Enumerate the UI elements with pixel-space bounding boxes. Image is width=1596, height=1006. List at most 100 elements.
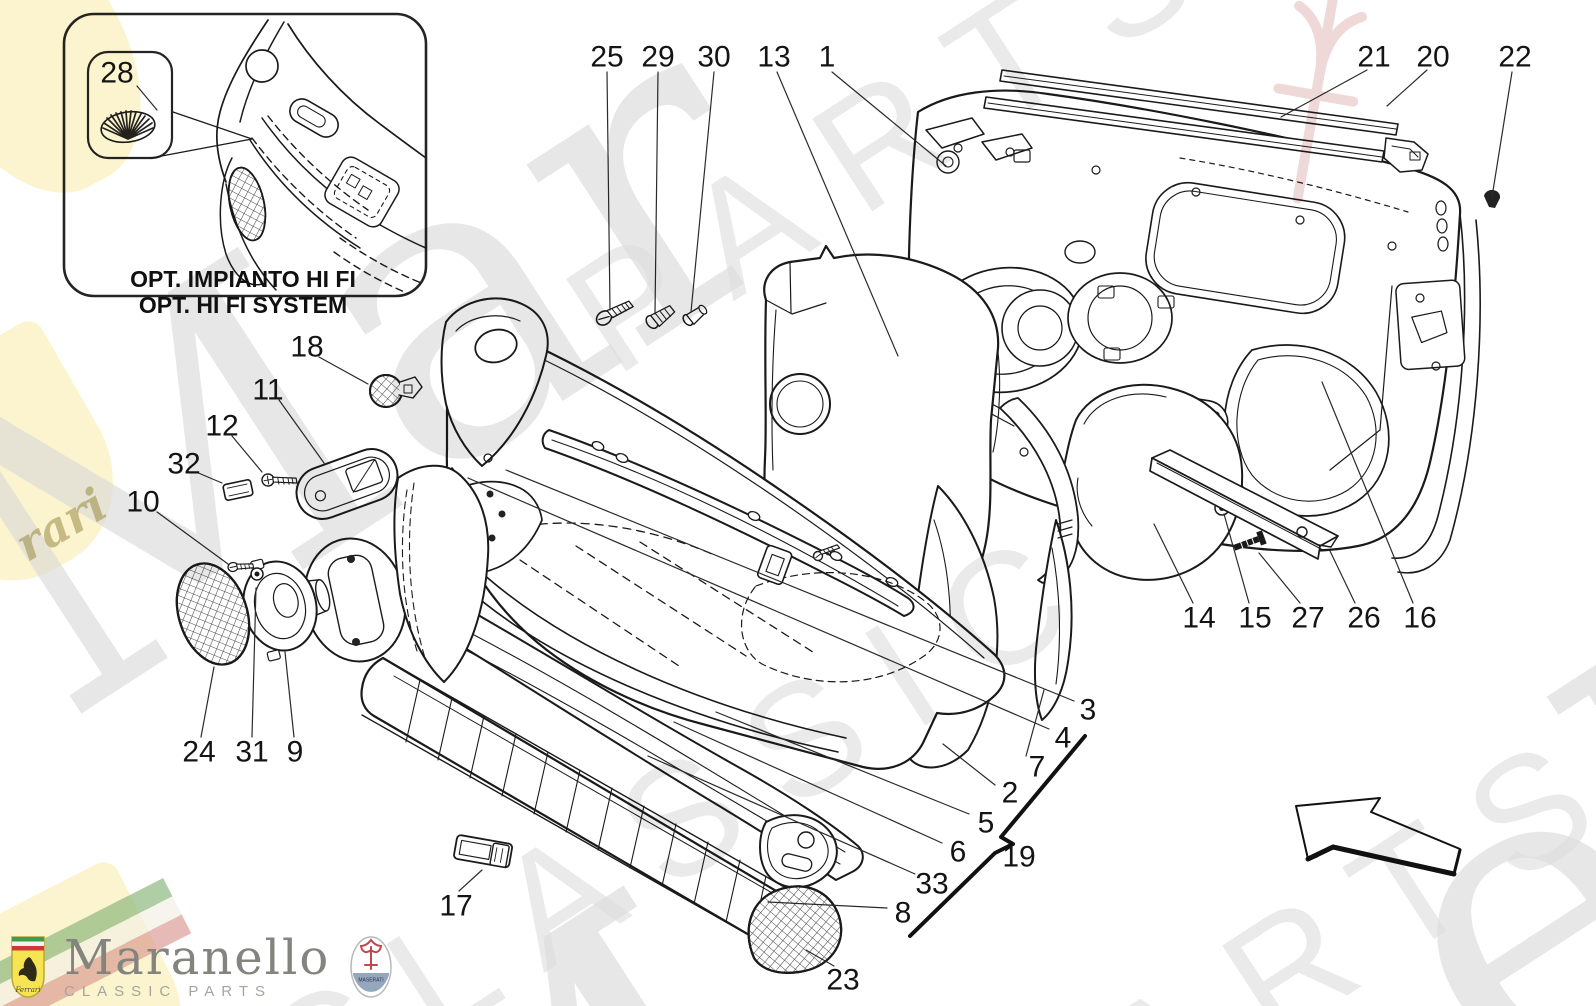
leader-10 xyxy=(156,511,229,565)
callout-15: 15 xyxy=(1238,602,1271,635)
center-screw xyxy=(812,544,841,562)
inset-door-art xyxy=(216,19,426,296)
leader-16 xyxy=(1321,381,1414,604)
callout-20: 20 xyxy=(1416,41,1449,74)
callout-8: 8 xyxy=(895,897,912,930)
leader-3 xyxy=(505,469,1075,702)
pin-22 xyxy=(1484,189,1501,208)
seal-strip-14 xyxy=(999,397,1080,585)
callout-13: 13 xyxy=(757,41,790,74)
leader-29 xyxy=(654,71,659,315)
callout-18: 18 xyxy=(290,331,323,364)
callout-6: 6 xyxy=(950,836,967,869)
tweeter-18 xyxy=(369,374,403,408)
clip-32 xyxy=(222,479,254,501)
lower-trim-strip xyxy=(360,656,843,974)
caption-line-1: OPT. IMPIANTO HI FI xyxy=(130,266,356,292)
callout-4: 4 xyxy=(1055,722,1072,755)
leader-20 xyxy=(1386,69,1428,107)
leader-4 xyxy=(467,477,1050,730)
insulation-pad-and-sill xyxy=(999,383,1339,585)
leader-24 xyxy=(200,666,215,738)
leader-25 xyxy=(606,71,611,311)
leader-14 xyxy=(1153,523,1194,604)
callout-33: 33 xyxy=(915,868,948,901)
callout-11: 11 xyxy=(252,374,283,407)
leader-15 xyxy=(1223,513,1250,604)
callout-25: 25 xyxy=(590,41,623,74)
leader-31 xyxy=(251,587,257,738)
callout-28: 28 xyxy=(100,57,133,90)
callout-27: 27 xyxy=(1291,602,1324,635)
leader-9 xyxy=(284,651,295,738)
ferrari-label: Ferrari xyxy=(14,986,40,994)
direction-arrow xyxy=(1295,797,1462,877)
leader-22 xyxy=(1491,71,1513,198)
leader-13 xyxy=(776,71,899,357)
leader-11 xyxy=(278,399,325,464)
callout-17: 17 xyxy=(439,890,472,923)
caption-line-2: OPT. HI FI SYSTEM xyxy=(138,292,348,318)
ferrari-shield-logo: Ferrari xyxy=(11,936,45,998)
courtesy-lamp-17 xyxy=(453,834,513,869)
leader-18 xyxy=(318,356,369,385)
callout-2: 2 xyxy=(1002,777,1019,810)
leader-2 xyxy=(942,743,996,786)
screw-27 xyxy=(1233,530,1267,551)
screw-10 xyxy=(227,561,255,573)
fasteners-top xyxy=(595,300,708,330)
callout-10: 10 xyxy=(126,486,159,519)
pull-cup xyxy=(759,814,838,889)
leader-23 xyxy=(805,949,835,967)
rivet-29 xyxy=(645,304,676,330)
callout-30: 30 xyxy=(697,41,730,74)
front-pillar-trim xyxy=(393,464,490,683)
callout-24: 24 xyxy=(182,736,215,769)
bracket-19 xyxy=(908,734,1087,938)
callout-7: 7 xyxy=(1029,751,1046,784)
inset-caption: OPT. IMPIANTO HI FI OPT. HI FI SYSTEM xyxy=(70,266,416,318)
leader-30 xyxy=(690,71,715,313)
maserati-logo: MASERATI xyxy=(350,936,392,998)
callout-14: 14 xyxy=(1182,602,1215,635)
callout-5: 5 xyxy=(978,807,995,840)
leader-21 xyxy=(1280,69,1368,118)
callout-32: 32 xyxy=(167,448,200,481)
leader-32 xyxy=(195,471,223,484)
callout-16: 16 xyxy=(1403,602,1436,635)
callout-26: 26 xyxy=(1347,602,1380,635)
maserati-label: MASERATI xyxy=(359,978,384,984)
speaker-assembly xyxy=(175,374,543,683)
callout-1: 1 xyxy=(819,41,836,74)
callout-31: 31 xyxy=(235,736,268,769)
leader-6 xyxy=(673,721,943,844)
callout-19: 19 xyxy=(1002,841,1035,874)
callout-23: 23 xyxy=(826,964,859,997)
rivet-30 xyxy=(682,304,708,327)
callout-29: 29 xyxy=(641,41,674,74)
brand-name: Maranello xyxy=(64,930,331,986)
speaker-grille-24 xyxy=(175,562,251,666)
screw-25 xyxy=(595,300,634,326)
leader-8 xyxy=(767,901,888,909)
callout-12: 12 xyxy=(205,410,238,443)
leader-26 xyxy=(1329,550,1356,604)
callout-22: 22 xyxy=(1498,41,1531,74)
door-trim-panel xyxy=(440,297,1006,889)
speaker-9 xyxy=(242,558,331,662)
pillar-sail-panel xyxy=(440,297,549,467)
leader-5 xyxy=(715,711,970,815)
leader-17 xyxy=(458,869,483,892)
lamp-bezel-11 xyxy=(295,448,399,520)
brand-tagline: CLASSIC PARTS xyxy=(64,983,272,1000)
callout-9: 9 xyxy=(287,736,304,769)
screw-12 xyxy=(261,473,298,487)
leader-1 xyxy=(831,71,947,167)
maranello-logo: Ferrari Maranello CLASSIC PARTS MASERATI xyxy=(10,934,394,1000)
leader-33 xyxy=(647,755,916,875)
callout-3: 3 xyxy=(1080,694,1097,727)
leader-12 xyxy=(231,435,263,473)
callout-21: 21 xyxy=(1357,41,1390,74)
